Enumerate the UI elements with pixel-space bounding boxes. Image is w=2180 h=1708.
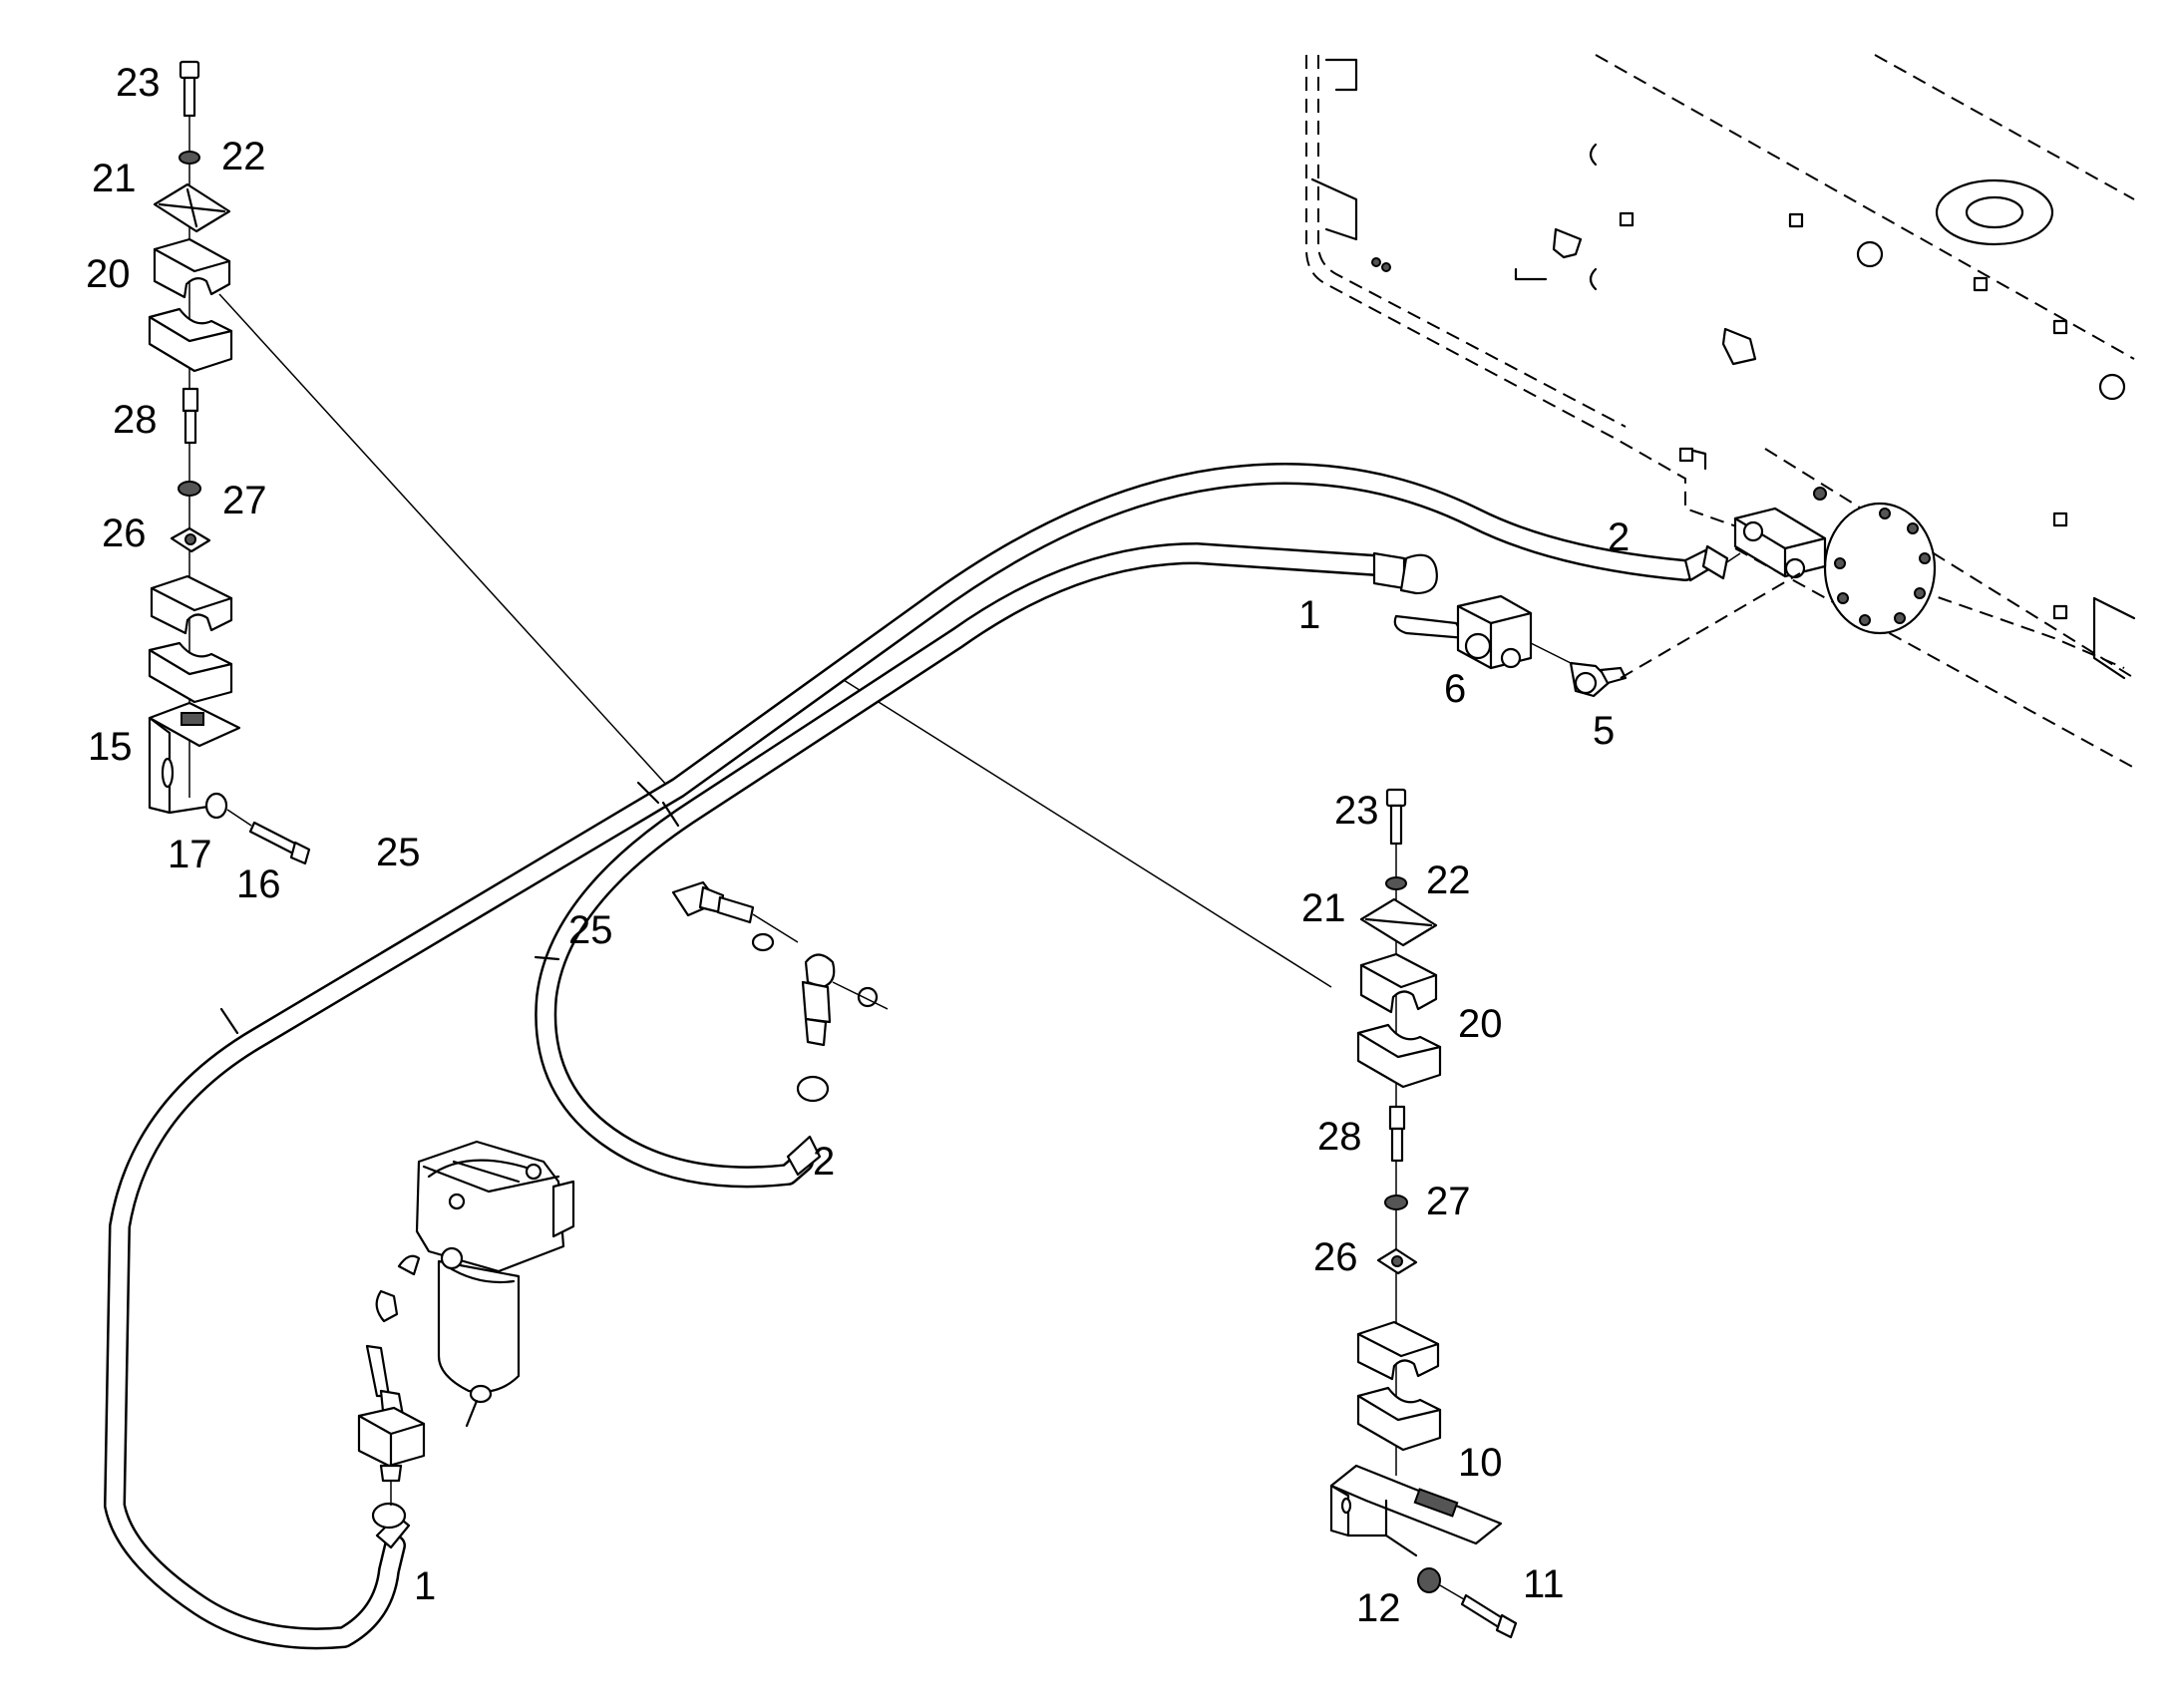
callout-23-right: 23 [1334,789,1379,833]
callout-22-right: 22 [1426,858,1471,902]
callout-20-left: 20 [86,252,131,296]
callout-2-top: 2 [1608,515,1630,559]
callout-21-left: 21 [92,157,137,200]
callout-5: 5 [1593,709,1615,753]
fuel-hoses [104,463,1741,1650]
callout-22-left: 22 [221,135,266,178]
callout-28-left: 28 [113,398,158,442]
leader-left-clamp [218,293,679,799]
callout-21-right: 21 [1301,886,1346,930]
callout-17: 17 [168,833,212,876]
tank-studs [1371,211,2126,620]
callout-2-mid: 2 [813,1140,835,1184]
left-clamp-assembly [148,60,311,865]
callout-23-left: 23 [116,61,161,105]
callout-26-right: 26 [1313,1235,1358,1279]
fuel-filter [357,1140,575,1506]
callout-16: 16 [236,862,281,906]
callout-25-mid: 25 [568,908,613,952]
callout-25-left: 25 [376,831,421,874]
fuel-tank-outline [1305,54,2136,769]
callout-10: 10 [1458,1441,1503,1485]
callout-11: 11 [1523,1562,1565,1606]
callout-28-right: 28 [1317,1115,1362,1159]
callout-20-right: 20 [1458,1002,1503,1046]
callout-1-top: 1 [1298,593,1320,637]
callout-27-right: 27 [1426,1180,1471,1223]
shutoff-valve [1393,572,1801,698]
callout-labels: 23 22 21 20 28 27 26 15 17 16 25 25 2 1 … [86,61,1630,1630]
callout-27-left: 27 [222,479,267,522]
tank-connector-block [1733,507,1827,579]
callout-1-bottom: 1 [414,1564,436,1608]
callout-12: 12 [1356,1586,1401,1630]
leader-right-clamp [827,669,1332,988]
callout-15: 15 [88,725,133,769]
callout-6: 6 [1444,667,1466,711]
flange-bolts [1834,508,1931,626]
right-clamp-assembly [1329,788,1518,1639]
callout-26-left: 26 [102,512,147,555]
center-fittings [671,880,889,1047]
